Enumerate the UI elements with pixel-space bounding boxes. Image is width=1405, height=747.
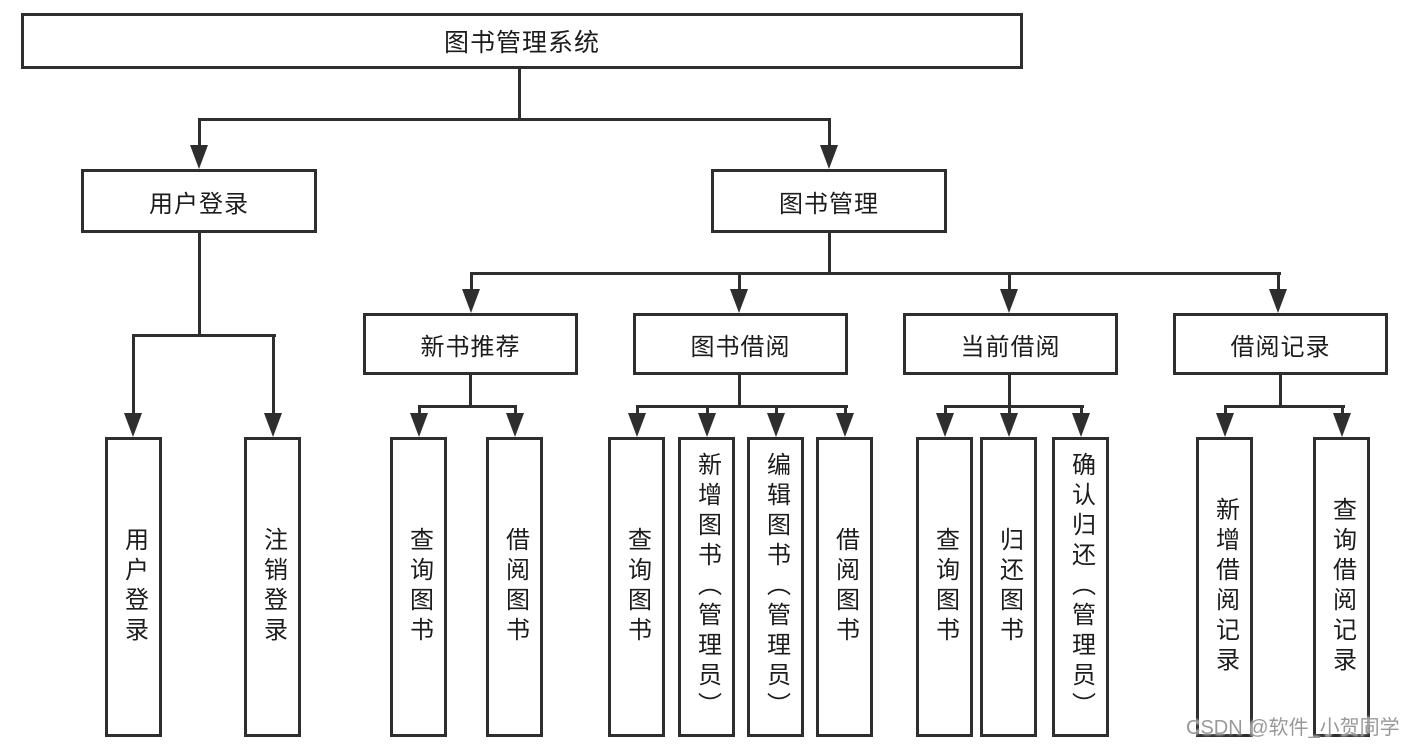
leaf-user-login: 用户登录 xyxy=(105,437,162,737)
node-current-borrow: 当前借阅 xyxy=(903,313,1118,375)
leaf-query-borrow-record: 查询借阅记录 xyxy=(1313,437,1370,737)
arrow-down-icon xyxy=(1000,289,1018,313)
connector-book-mgmt-rail xyxy=(470,272,1281,275)
arrow-down-icon xyxy=(1269,289,1287,313)
leaf-confirm-return-admin-label: 确认归还（管理员） xyxy=(1067,452,1095,722)
node-book-borrow: 图书借阅 xyxy=(633,313,848,375)
connector-drop xyxy=(418,405,421,417)
connector-drop xyxy=(1277,272,1280,294)
connector-root-stem xyxy=(518,66,521,120)
arrow-down-icon xyxy=(730,289,748,313)
leaf-query-borrow-record-label: 查询借阅记录 xyxy=(1328,497,1356,677)
arrow-down-icon xyxy=(936,413,954,437)
leaf-borrow-books-recommend: 借阅图书 xyxy=(486,437,543,737)
arrow-down-icon xyxy=(698,413,716,437)
connector-records-stem xyxy=(1279,372,1282,408)
connector-user-login-rail xyxy=(132,334,276,337)
arrow-down-icon xyxy=(767,413,785,437)
connector-drop xyxy=(1341,405,1344,417)
connector-current-borrow-rail xyxy=(944,405,1084,408)
leaf-borrow-books-label: 借阅图书 xyxy=(831,527,859,647)
leaf-query-books-recommend: 查询图书 xyxy=(390,437,447,737)
node-library-system-label: 图书管理系统 xyxy=(443,29,600,57)
arrow-down-icon xyxy=(264,413,282,437)
connector-root-rail xyxy=(198,118,831,121)
connector-book-mgmt-stem xyxy=(828,231,831,275)
arrow-down-icon xyxy=(410,413,428,437)
leaf-borrow-books: 借阅图书 xyxy=(816,437,873,737)
node-user-login: 用户登录 xyxy=(81,169,317,233)
connector-recommend-rail xyxy=(418,405,517,408)
arrow-down-icon xyxy=(124,413,142,437)
connector-drop xyxy=(738,272,741,294)
leaf-add-borrow-record-label: 新增借阅记录 xyxy=(1211,497,1239,677)
leaf-edit-books-admin-label: 编辑图书（管理员） xyxy=(762,452,790,722)
arrow-down-icon xyxy=(820,145,838,169)
leaf-query-books-borrow: 查询图书 xyxy=(608,437,665,737)
arrow-down-icon xyxy=(1333,413,1351,437)
arrow-down-icon xyxy=(1216,413,1234,437)
arrow-down-icon xyxy=(628,413,646,437)
leaf-query-books-current-label: 查询图书 xyxy=(931,527,959,647)
node-book-borrow-label: 图书借阅 xyxy=(690,333,791,361)
connector-recommend-stem xyxy=(469,372,472,408)
csdn-watermark: CSDN @软件_小贺同学 xyxy=(1186,717,1400,739)
connector-drop xyxy=(1008,405,1011,417)
arrow-down-icon xyxy=(1000,413,1018,437)
connector-drop xyxy=(944,405,947,417)
leaf-logout: 注销登录 xyxy=(244,437,301,737)
connector-drop xyxy=(844,405,847,417)
arrow-down-icon xyxy=(1072,413,1090,437)
node-new-book-recommend-label: 新书推荐 xyxy=(420,333,521,361)
connector-current-borrow-stem xyxy=(1008,372,1011,408)
node-borrow-records-label: 借阅记录 xyxy=(1230,333,1331,361)
arrow-down-icon xyxy=(190,145,208,169)
connector-drop xyxy=(1008,272,1011,294)
leaf-return-books: 归还图书 xyxy=(980,437,1037,737)
connector-user-login-drop xyxy=(198,118,201,150)
connector-drop xyxy=(272,334,275,416)
leaf-add-borrow-record: 新增借阅记录 xyxy=(1196,437,1253,737)
leaf-add-books-admin: 新增图书（管理员） xyxy=(678,437,735,737)
connector-drop xyxy=(1224,405,1227,417)
node-borrow-records: 借阅记录 xyxy=(1173,313,1388,375)
connector-user-login-stem xyxy=(198,231,201,337)
leaf-logout-label: 注销登录 xyxy=(259,527,287,647)
node-new-book-recommend: 新书推荐 xyxy=(363,313,578,375)
connector-drop xyxy=(1080,405,1083,417)
leaf-query-books-recommend-label: 查询图书 xyxy=(405,527,433,647)
connector-book-borrow-stem xyxy=(738,372,741,408)
leaf-return-books-label: 归还图书 xyxy=(995,527,1023,647)
connector-drop xyxy=(706,405,709,417)
leaf-user-login-label: 用户登录 xyxy=(120,527,148,647)
connector-drop xyxy=(514,405,517,417)
node-current-borrow-label: 当前借阅 xyxy=(960,333,1061,361)
leaf-query-books-current: 查询图书 xyxy=(916,437,973,737)
arrow-down-icon xyxy=(462,289,480,313)
leaf-add-books-admin-label: 新增图书（管理员） xyxy=(693,452,721,722)
connector-book-borrow-rail xyxy=(636,405,848,408)
arrow-down-icon xyxy=(836,413,854,437)
connector-records-rail xyxy=(1224,405,1345,408)
leaf-edit-books-admin: 编辑图书（管理员） xyxy=(747,437,804,737)
connector-book-mgmt-drop xyxy=(828,118,831,150)
node-book-management-label: 图书管理 xyxy=(779,190,879,218)
leaf-borrow-books-recommend-label: 借阅图书 xyxy=(501,527,529,647)
node-library-system: 图书管理系统 xyxy=(21,13,1023,69)
connector-drop xyxy=(775,405,778,417)
connector-drop xyxy=(470,272,473,294)
connector-drop xyxy=(132,334,135,416)
arrow-down-icon xyxy=(506,413,524,437)
node-book-management: 图书管理 xyxy=(711,169,947,233)
leaf-confirm-return-admin: 确认归还（管理员） xyxy=(1052,437,1109,737)
leaf-query-books-borrow-label: 查询图书 xyxy=(623,527,651,647)
node-user-login-label: 用户登录 xyxy=(149,190,249,218)
connector-drop xyxy=(636,405,639,417)
